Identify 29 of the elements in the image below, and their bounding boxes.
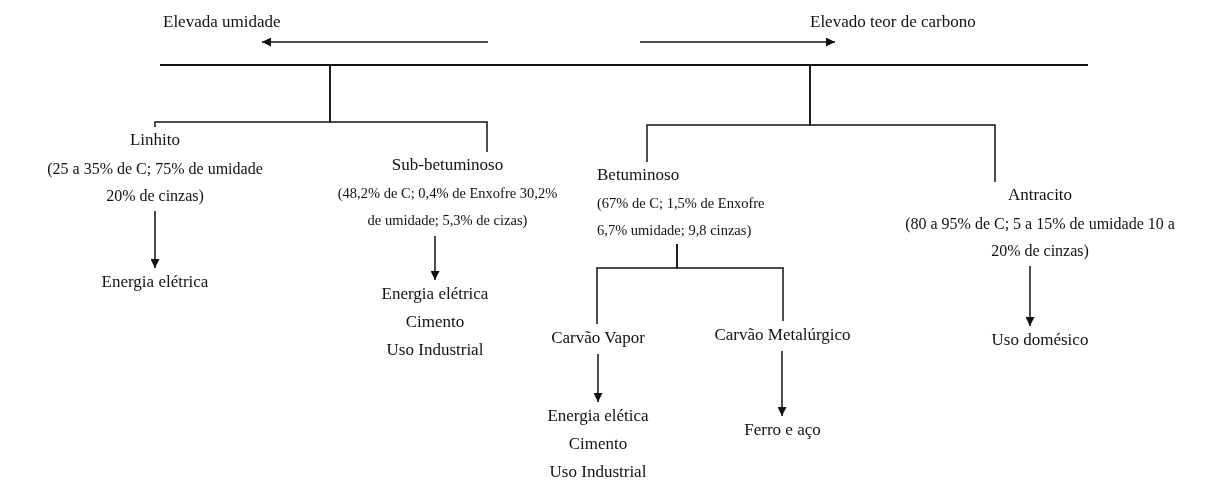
- composition-text: (25 a 35% de C; 75% de umidade 20% de cinzas): [46, 159, 264, 207]
- direction-label: Elevado teor de carbono: [810, 12, 976, 32]
- arrow: [1025, 265, 1035, 327]
- arrow: [150, 210, 160, 269]
- use-label: Carvão Metalúrgico: [713, 324, 852, 346]
- connector-line: [809, 65, 996, 183]
- arrow: [430, 235, 440, 281]
- use-label: Cimento: [404, 311, 466, 333]
- connector-line: [329, 65, 488, 153]
- use-label: Energia elétrica: [380, 283, 490, 305]
- arrow: [777, 350, 787, 417]
- coal-type-title: Sub-betuminoso: [390, 154, 505, 176]
- coal-type-title: Antracito: [1006, 184, 1074, 206]
- use-label: Uso Industrial: [548, 461, 648, 483]
- coal-type-title: Betuminoso: [597, 164, 681, 186]
- use-label: Energia elética: [546, 405, 650, 427]
- use-label: Carvão Vapor: [550, 327, 646, 349]
- composition-text: (80 a 95% de C; 5 a 15% de umidade 10 a 20% de cinzas): [904, 214, 1176, 262]
- composition-text: (67% de C; 1,5% de Enxofre 6,7% umidade; 9,8 cinzas): [597, 194, 766, 240]
- coal-type-title: Linhito: [128, 129, 182, 151]
- direction-label: Elevada umidade: [163, 12, 281, 32]
- use-label: Ferro e aço: [743, 419, 822, 441]
- connector-line: [676, 243, 784, 322]
- composition-text: (48,2% de C; 0,4% de Enxofre 30,2% de umidade; 5,3% de cizas): [336, 184, 559, 230]
- use-label: Uso domésico: [990, 329, 1090, 351]
- use-label: Cimento: [567, 433, 629, 455]
- use-label: Energia elétrica: [100, 271, 210, 293]
- use-label: Uso Industrial: [385, 339, 485, 361]
- arrow: [593, 353, 603, 403]
